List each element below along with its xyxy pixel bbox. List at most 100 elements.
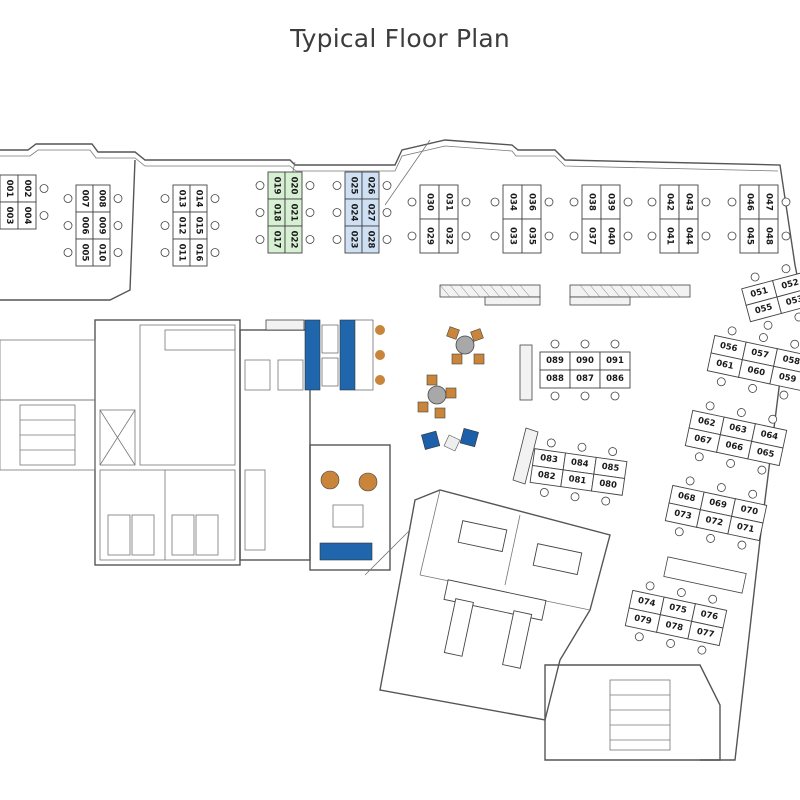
desk[interactable] <box>600 218 621 254</box>
desk-chair <box>580 391 590 401</box>
desk-chair <box>763 320 773 330</box>
desk-number: 042 <box>665 193 675 211</box>
desk[interactable] <box>599 369 631 389</box>
storage-cabinets <box>265 284 691 485</box>
desk-number: 031 <box>444 193 454 211</box>
desk-number: 030 <box>425 193 435 211</box>
desk-chair <box>550 339 560 349</box>
desk-number: 012 <box>177 217 187 235</box>
desk-number: 017 <box>272 231 282 249</box>
desk[interactable] <box>189 238 208 267</box>
desk-chair <box>160 194 170 203</box>
desk-number: 072 <box>704 515 724 528</box>
desk-chair <box>727 197 737 207</box>
desk[interactable] <box>438 218 459 254</box>
desk-chair <box>113 194 123 203</box>
desk-chair <box>794 312 800 322</box>
desk-number: 086 <box>606 374 624 384</box>
conference-table <box>443 579 547 621</box>
desk-number: 026 <box>366 177 376 195</box>
desk-chair <box>768 414 778 424</box>
desk-number: 091 <box>606 356 624 366</box>
desk-number: 015 <box>194 217 204 235</box>
desk[interactable] <box>521 218 542 254</box>
desk-number: 057 <box>750 347 770 360</box>
desk-chair <box>717 483 726 492</box>
desk-chair <box>701 197 711 207</box>
desk-number: 016 <box>194 244 204 262</box>
desk-chair <box>305 181 315 190</box>
desk-chair <box>255 208 265 217</box>
desk-number: 062 <box>697 416 717 429</box>
lounge-chair <box>417 401 429 413</box>
desk-number: 039 <box>606 193 616 211</box>
desk[interactable] <box>590 473 626 496</box>
desk-number: 027 <box>366 204 376 222</box>
desk-chair <box>539 488 549 497</box>
desk-number: 067 <box>693 433 713 446</box>
desk-number: 021 <box>289 204 299 222</box>
sofa-booth <box>339 319 356 391</box>
desk-chair <box>727 326 737 336</box>
desk-chair <box>727 231 737 241</box>
desk-chair <box>210 221 220 230</box>
desk-chair <box>63 248 73 257</box>
desk-number: 070 <box>739 504 759 517</box>
desk-chair <box>685 476 695 486</box>
desk[interactable] <box>361 225 380 254</box>
desk-chair <box>701 231 711 241</box>
desk[interactable] <box>747 440 784 467</box>
desk-chair <box>490 231 500 241</box>
desk-chair <box>623 197 633 207</box>
desk-chair <box>113 248 123 257</box>
desk[interactable] <box>776 288 800 314</box>
desk[interactable] <box>678 218 699 254</box>
desk-chair <box>645 581 655 591</box>
desk-chair <box>580 339 590 349</box>
desk-number: 001 <box>4 180 14 198</box>
desk-number: 084 <box>570 457 589 469</box>
desk[interactable] <box>92 238 111 267</box>
desk-chair <box>757 465 767 475</box>
desk-number: 058 <box>781 354 800 367</box>
desk-chair <box>759 333 768 342</box>
desk[interactable] <box>17 201 37 230</box>
conference-table <box>502 610 533 669</box>
desk-number: 047 <box>764 193 774 211</box>
desk[interactable] <box>284 225 303 254</box>
desk-number: 002 <box>22 180 32 198</box>
conference-table <box>443 598 474 657</box>
desk-chair <box>332 208 342 217</box>
desk-chair <box>608 447 618 456</box>
desk-chair <box>210 194 220 203</box>
desk-number: 052 <box>780 278 800 292</box>
desk-number: 069 <box>708 497 728 510</box>
lounge-cube <box>459 428 479 448</box>
side-table <box>443 434 461 452</box>
desk-number: 075 <box>668 602 688 615</box>
desk[interactable] <box>687 620 724 647</box>
desk-number: 005 <box>80 244 90 262</box>
desk-number: 046 <box>745 193 755 211</box>
desk-chair <box>647 231 657 241</box>
desk[interactable] <box>758 218 779 254</box>
desk-number: 085 <box>601 462 620 474</box>
desk-number: 079 <box>633 613 653 626</box>
desk-number: 060 <box>746 365 766 378</box>
desk-number: 011 <box>177 244 187 262</box>
desk-number: 056 <box>719 341 739 354</box>
desk-chair <box>697 645 707 655</box>
sofa-booth <box>304 319 321 391</box>
desk[interactable] <box>769 365 800 392</box>
desk[interactable] <box>727 515 764 542</box>
